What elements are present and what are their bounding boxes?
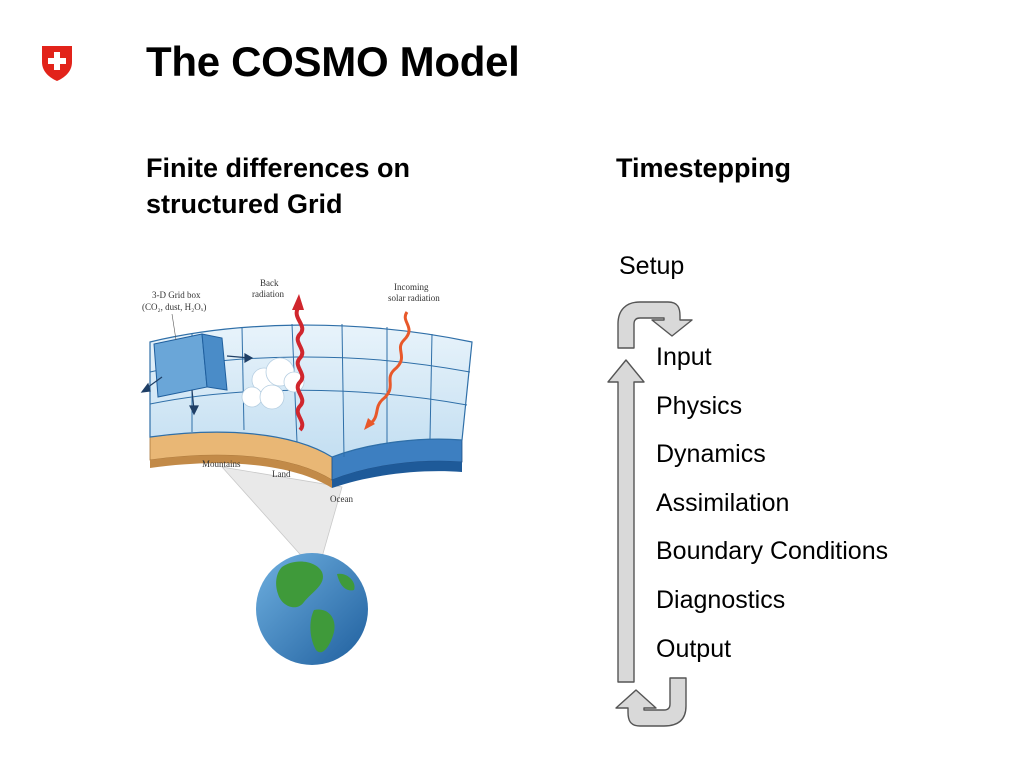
- cloud-icon: [241, 357, 305, 410]
- back-radiation-arrow: [294, 306, 305, 432]
- step-output: Output: [656, 634, 732, 663]
- land-base: [150, 455, 332, 488]
- grid-box-label: 3-D Grid box: [152, 290, 201, 300]
- cycle-arrow-icon: [607, 301, 693, 727]
- atmosphere-block: [149, 324, 473, 458]
- left-heading: Finite differences on structured Grid: [146, 150, 526, 222]
- incoming-label-1: Incoming: [394, 282, 429, 292]
- back-radiation-label-2: radiation: [252, 289, 284, 299]
- globe-icon: [256, 553, 368, 665]
- swiss-shield-logo: [42, 46, 72, 81]
- setup-label: Setup: [619, 252, 685, 280]
- grid-box-sublabel: (CO₂, dust, H₂Oₓ): [142, 302, 206, 312]
- top-curve-arrow: [617, 301, 693, 349]
- land-label: Land: [272, 469, 291, 479]
- step-physics: Physics: [656, 391, 743, 420]
- right-heading: Timestepping: [616, 153, 792, 183]
- vertical-up-arrow: [607, 359, 645, 683]
- page-title: The COSMO Model: [146, 38, 520, 85]
- step-boundary-conditions: Boundary Conditions: [656, 537, 889, 566]
- mountains-label: Mountains: [202, 459, 241, 469]
- solar-radiation-arrow: [368, 311, 411, 426]
- ocean-base: [332, 461, 462, 488]
- left-heading-line2: structured Grid: [146, 189, 343, 219]
- ocean-label: Ocean: [330, 494, 353, 504]
- left-heading-line1: Finite differences on: [146, 153, 411, 183]
- step-diagnostics: Diagnostics: [656, 585, 786, 614]
- grid-box-icon: [153, 333, 228, 398]
- incoming-label-2: solar radiation: [388, 293, 440, 303]
- step-assimilation: Assimilation: [656, 488, 790, 517]
- timestep-loop-list: Input Physics Dynamics Assimilation Boun…: [656, 338, 888, 678]
- bottom-curve-arrow: [615, 677, 687, 727]
- step-dynamics: Dynamics: [656, 440, 766, 469]
- step-input: Input: [656, 343, 712, 371]
- model-grid-illustration: 3-D Grid box (CO₂, dust, H₂Oₓ) Back radi…: [140, 278, 473, 665]
- back-radiation-label-1: Back: [260, 278, 279, 288]
